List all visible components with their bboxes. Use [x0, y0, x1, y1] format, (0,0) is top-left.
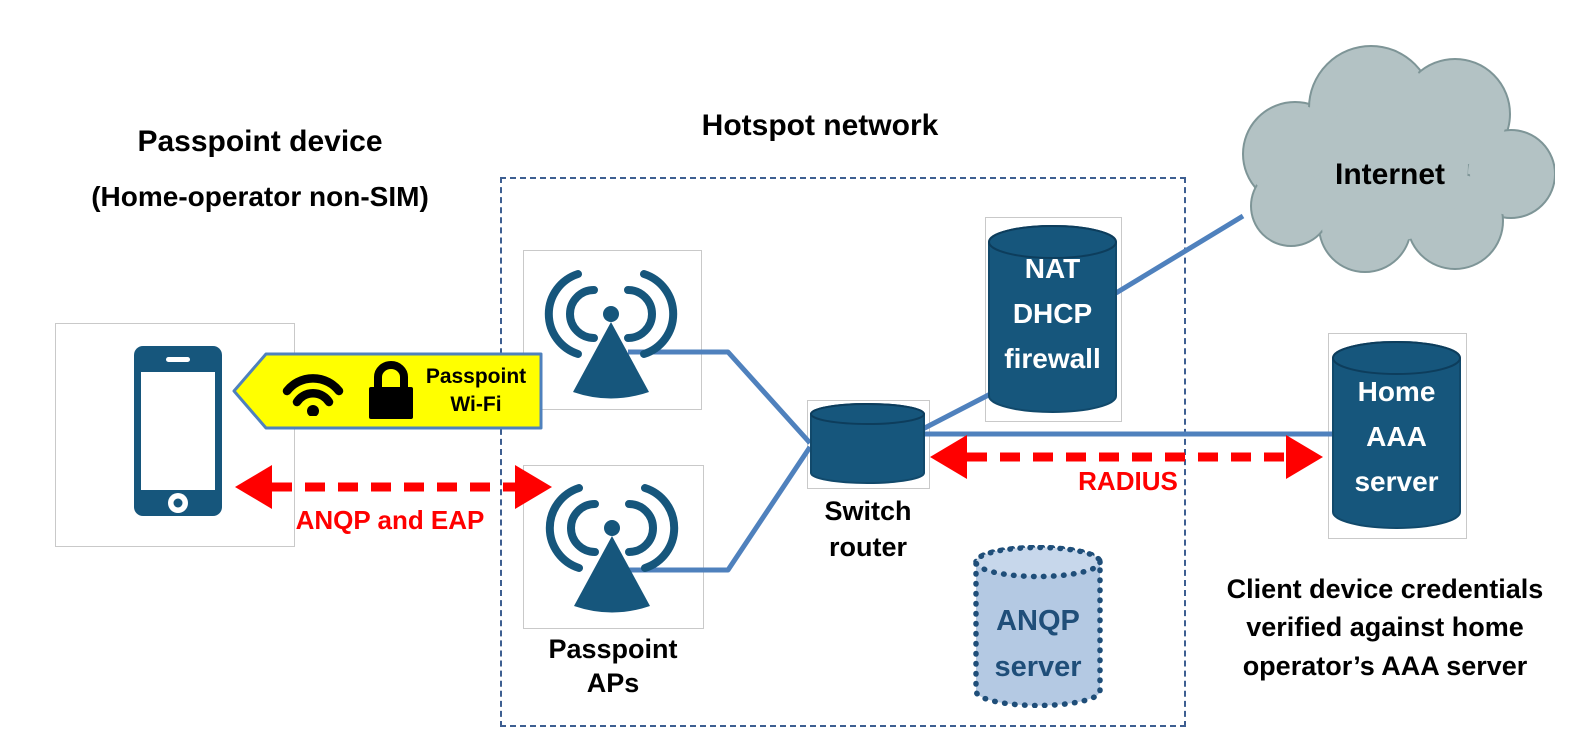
switch-router-label: Switch router — [824, 496, 912, 562]
hotspot-network-box — [500, 177, 1186, 727]
switch-router-cylinder — [810, 403, 925, 484]
anqp-eap-label: ANQP and EAP — [295, 505, 485, 535]
nat-dhcp-firewall-cylinder — [988, 225, 1117, 413]
anqp-server-label: ANQP server — [994, 605, 1082, 684]
passpoint-device-title: Passpoint device (Home-operator non-SIM) — [10, 105, 510, 232]
badge-label: Passpoint Wi-Fi — [425, 365, 527, 417]
home-aaa-server-label: Home AAA server — [1354, 376, 1439, 497]
caption-text: Client device credentials verified again… — [1226, 574, 1544, 681]
radius-label: RADIUS — [1078, 466, 1178, 496]
anqp-server-cylinder — [973, 545, 1103, 708]
nat-dhcp-firewall-label: NAT DHCP firewall — [1004, 253, 1101, 374]
line-nat-to-internet — [1114, 213, 1245, 296]
wifi-icon — [282, 374, 344, 416]
anqp-eap-arrow — [235, 465, 552, 509]
line-ap2-to-switch — [628, 445, 813, 573]
home-aaa-server-cylinder — [1332, 341, 1461, 529]
passpoint-device-title-line: Passpoint device — [137, 125, 383, 158]
access-point-icon — [544, 270, 678, 399]
lock-icon — [369, 361, 413, 419]
passpoint-wifi-badge: Passpoint Wi-Fi — [232, 352, 543, 430]
hotspot-network-title: Hotspot network — [701, 109, 939, 142]
smartphone-icon — [134, 346, 222, 516]
radius-arrow — [930, 435, 1323, 479]
passpoint-device-subtitle: (Home-operator non-SIM) — [91, 180, 429, 212]
internet-label: Internet — [1334, 158, 1445, 191]
passpoint-aps-label: Passpoint APs — [548, 634, 678, 699]
access-point-icon — [545, 484, 679, 613]
line-switch-to-nat — [913, 385, 1004, 436]
internet-cloud — [1242, 45, 1555, 273]
line-ap1-to-switch — [628, 349, 812, 445]
